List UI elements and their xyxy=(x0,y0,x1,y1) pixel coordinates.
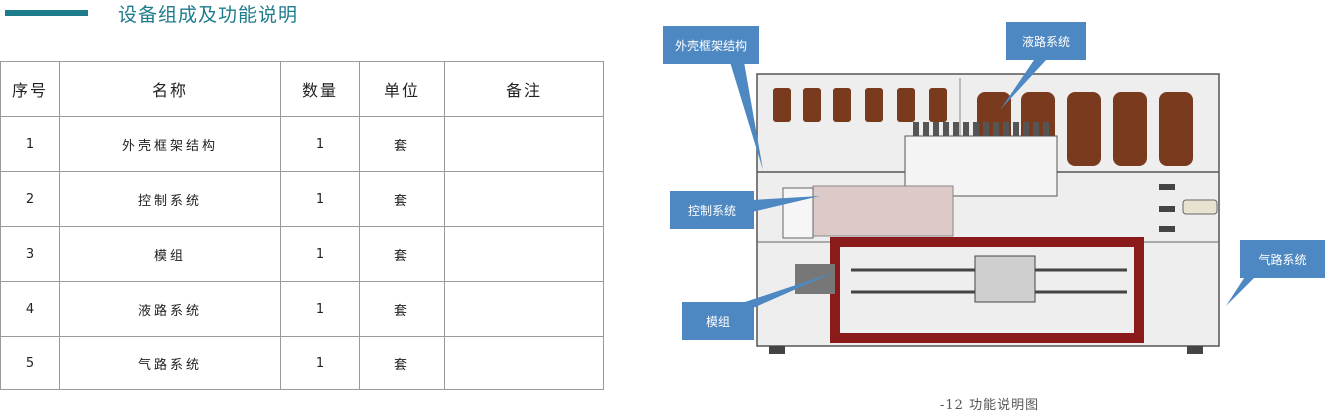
cell-unit: 套 xyxy=(359,336,445,390)
foot-right xyxy=(1187,346,1203,354)
cell-note xyxy=(444,171,604,227)
pointer-gas xyxy=(1226,272,1256,306)
cell-qty: 1 xyxy=(280,171,360,227)
manifold-valves xyxy=(913,122,1049,136)
pointer-control xyxy=(752,196,820,212)
machine-illustration xyxy=(756,73,1220,354)
component-table: 序号 名称 数量 单位 备注 1 外壳框架结构 1 套 2 控制系统 1 套 3… xyxy=(0,61,604,390)
control-box xyxy=(782,187,814,239)
table-row: 1 外壳框架结构 1 套 xyxy=(0,116,604,172)
table-row: 3 模组 1 套 xyxy=(0,226,604,282)
cell-name: 控制系统 xyxy=(59,171,281,227)
header-unit: 单位 xyxy=(359,61,445,117)
page-title: 设备组成及功能说明 xyxy=(118,4,299,26)
cell-qty: 1 xyxy=(280,116,360,172)
header-seq: 序号 xyxy=(0,61,60,117)
callout-module: 模组 xyxy=(682,302,754,340)
callout-frame: 外壳框架结构 xyxy=(663,26,759,64)
table-row: 5 气路系统 1 套 xyxy=(0,336,604,390)
table-header-row: 序号 名称 数量 单位 备注 xyxy=(0,61,604,117)
cell-name: 液路系统 xyxy=(59,281,281,337)
cell-seq: 5 xyxy=(0,336,60,390)
cell-qty: 1 xyxy=(280,281,360,337)
title-accent-bar xyxy=(5,10,88,16)
pointer-frame xyxy=(730,62,763,170)
gas-connector xyxy=(1159,184,1175,190)
cell-unit: 套 xyxy=(359,226,445,282)
callout-control: 控制系统 xyxy=(670,191,754,229)
foot-left xyxy=(769,346,785,354)
figure-caption: -12 功能说明图 xyxy=(940,398,1040,413)
table-row: 2 控制系统 1 套 xyxy=(0,171,604,227)
header-note: 备注 xyxy=(444,61,604,117)
pointer-module xyxy=(745,272,835,308)
cell-seq: 2 xyxy=(0,171,60,227)
callout-liquid: 液路系统 xyxy=(1006,22,1086,60)
cell-qty: 1 xyxy=(280,336,360,390)
cell-note xyxy=(444,116,604,172)
module-carriage xyxy=(974,255,1036,303)
cell-note xyxy=(444,226,604,282)
cell-name: 气路系统 xyxy=(59,336,281,390)
pointer-liquid xyxy=(1000,60,1046,110)
header-name: 名称 xyxy=(59,61,281,117)
cell-name: 外壳框架结构 xyxy=(59,116,281,172)
gas-filter xyxy=(1182,199,1218,215)
gas-connector xyxy=(1159,226,1175,232)
cell-unit: 套 xyxy=(359,281,445,337)
small-bottles xyxy=(773,88,947,122)
cell-unit: 套 xyxy=(359,171,445,227)
gas-connector xyxy=(1159,206,1175,212)
callout-gas: 气路系统 xyxy=(1240,240,1325,278)
table-row: 4 液路系统 1 套 xyxy=(0,281,604,337)
cell-unit: 套 xyxy=(359,116,445,172)
cell-note xyxy=(444,336,604,390)
cell-note xyxy=(444,281,604,337)
control-cabinet xyxy=(812,185,954,237)
